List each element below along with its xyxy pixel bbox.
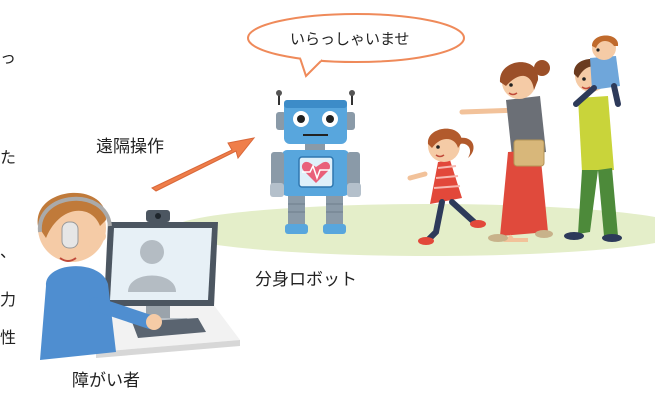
- edge-fragment-4: 力: [0, 290, 17, 309]
- edge-fragment-1: っ: [0, 48, 17, 67]
- operator-person: [37, 192, 162, 360]
- speech-bubble: [247, 13, 465, 78]
- user-silhouette-icon: [128, 240, 176, 292]
- edge-fragment-5: 性: [0, 328, 17, 347]
- edge-fragment-2: た: [0, 148, 17, 167]
- remote-operation-label: 遠隔操作: [96, 137, 164, 157]
- mother-figure: [459, 60, 553, 242]
- edge-fragment-3: 、: [0, 242, 17, 261]
- child-figure: [407, 128, 486, 245]
- disabled-person-label: 障がい者: [72, 371, 140, 391]
- heart-monitor-icon: [298, 156, 334, 188]
- computer-monitor: [104, 210, 218, 324]
- robot: [270, 90, 361, 234]
- father-figure: [564, 35, 622, 242]
- headset-icon: [37, 196, 112, 249]
- remote-arrow-icon: [151, 137, 256, 192]
- speech-bubble-text: いらっしゃいませ: [290, 30, 410, 48]
- avatar-robot-label: 分身ロボット: [255, 270, 357, 290]
- webcam-icon: [146, 210, 170, 222]
